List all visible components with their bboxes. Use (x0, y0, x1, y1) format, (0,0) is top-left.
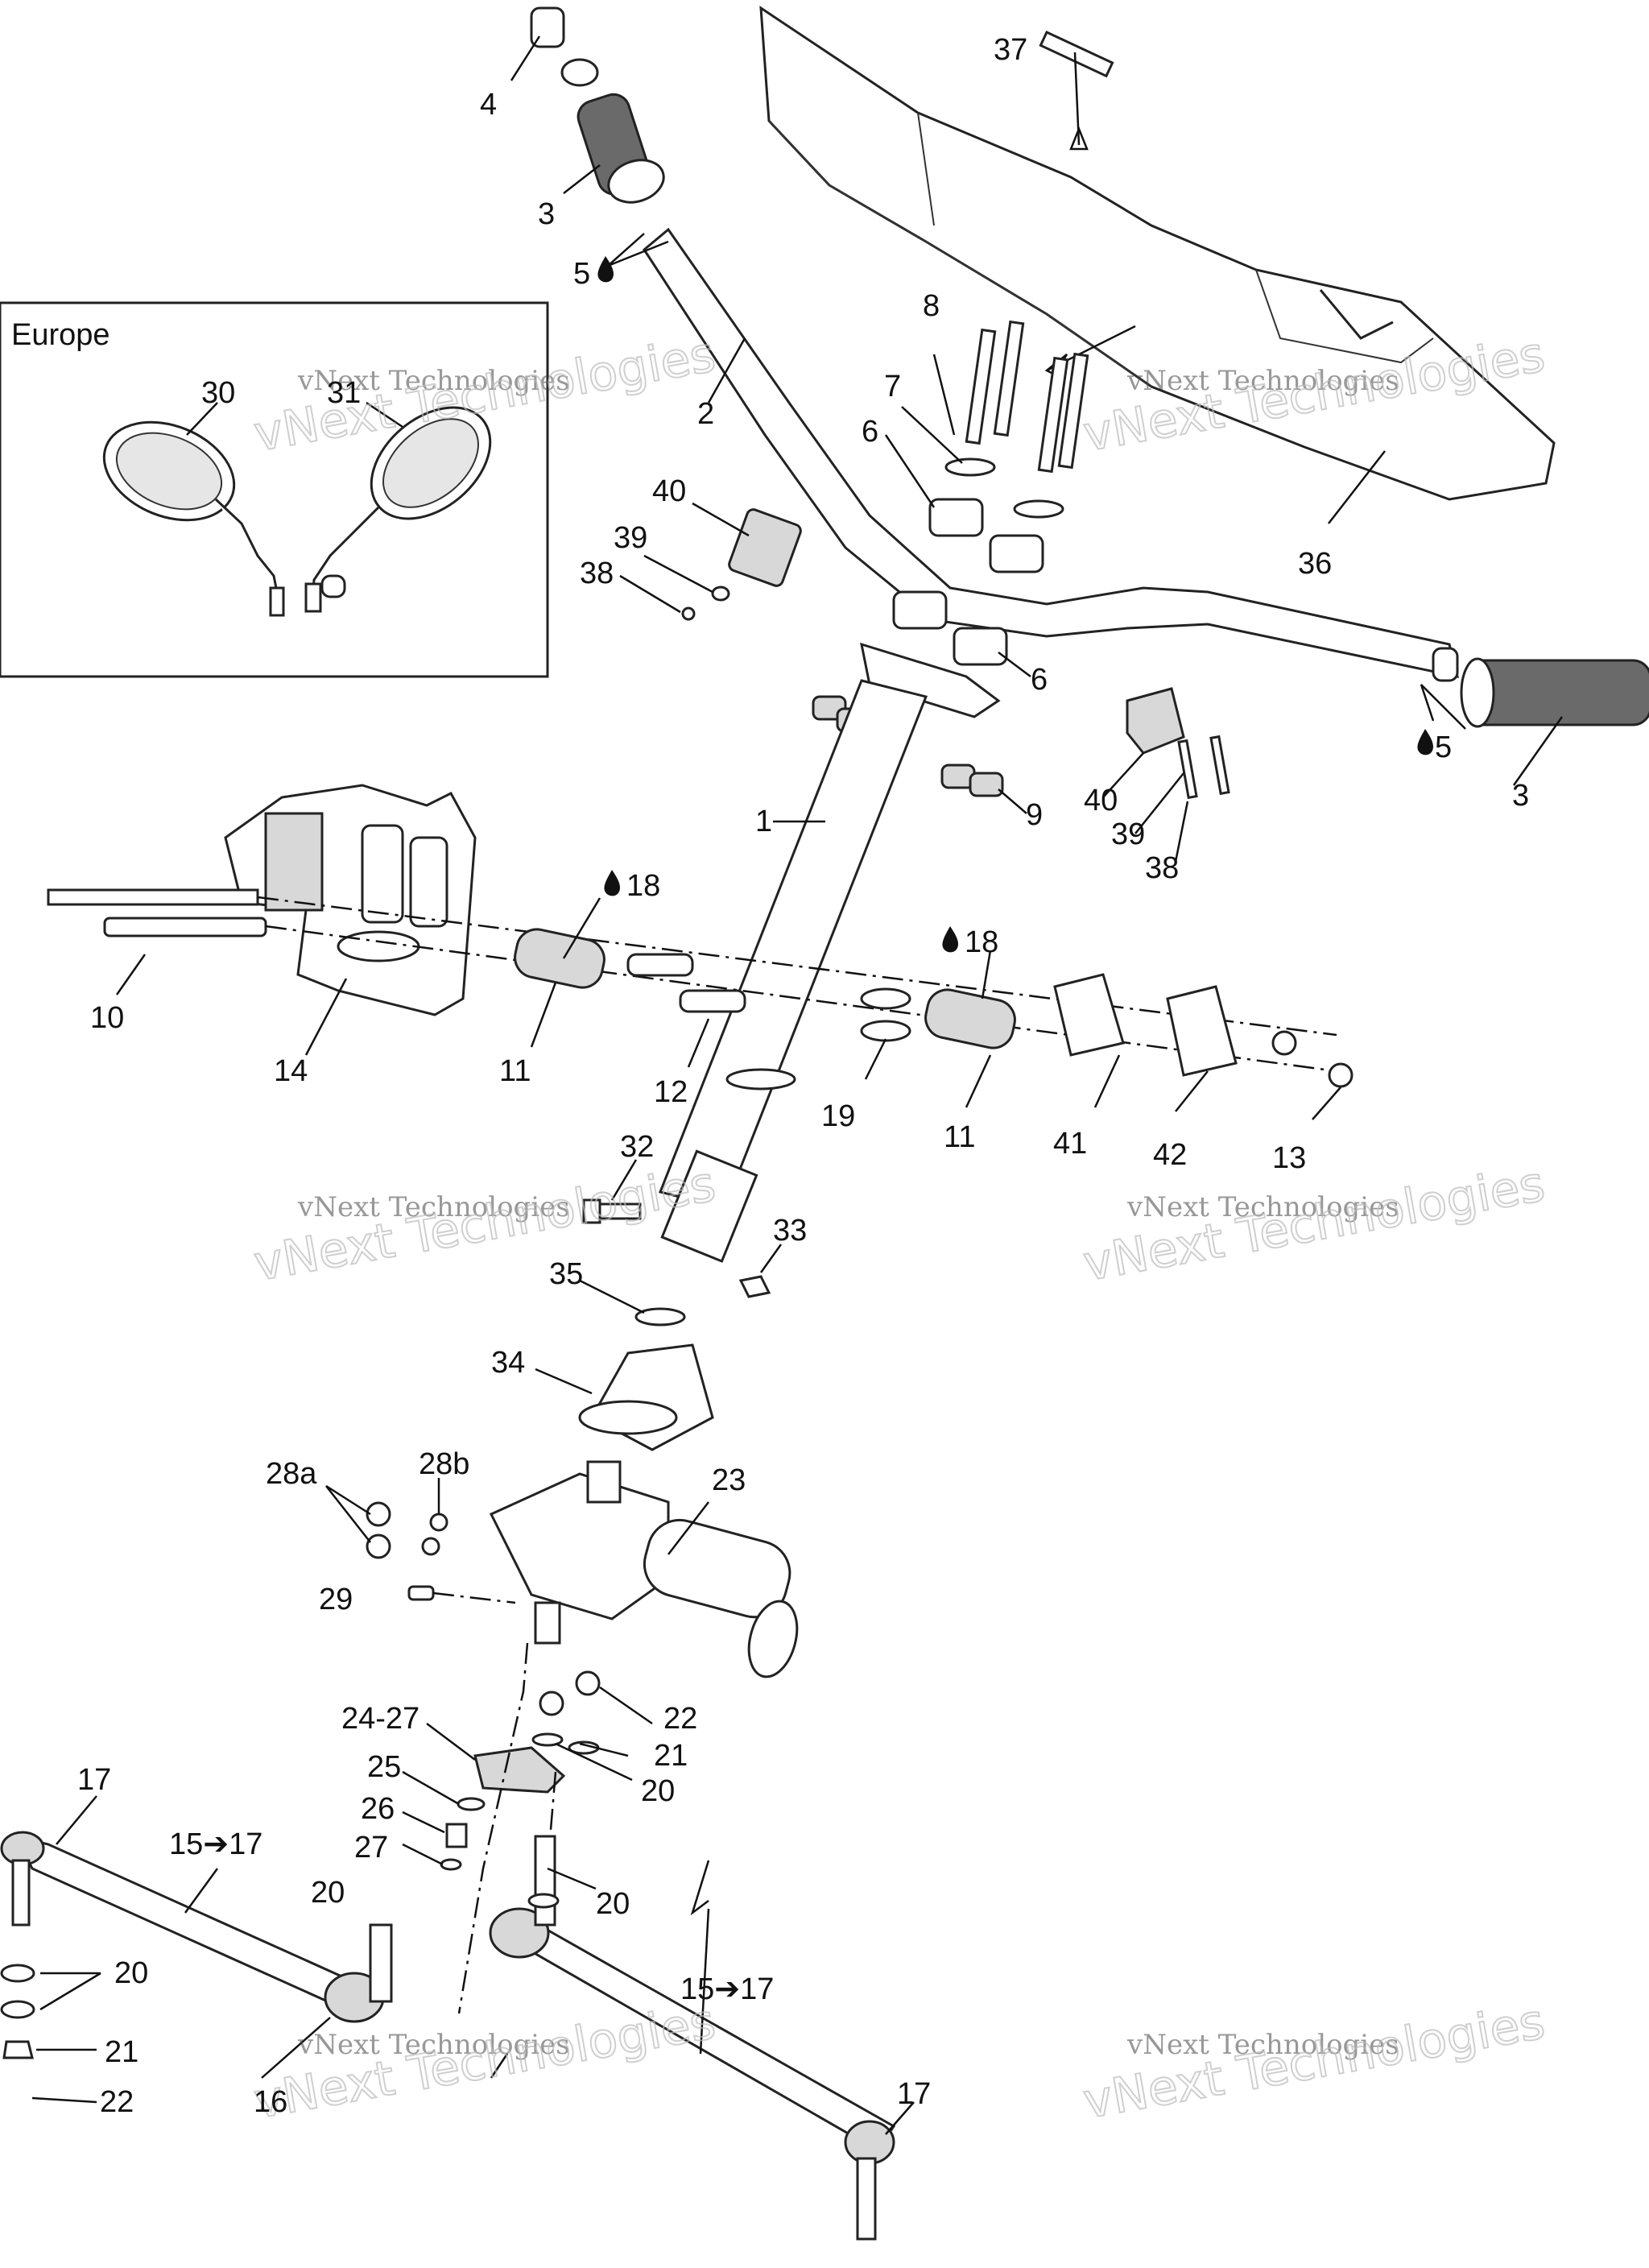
callout-7: 7 (884, 370, 901, 404)
callout-38: 38 (580, 557, 614, 590)
switch-housing-part-right (1126, 687, 1230, 800)
oil-drop-icon (604, 870, 620, 896)
callout-14: 14 (274, 1054, 308, 1088)
callout-26: 26 (361, 1792, 395, 1826)
steering-column-part (658, 679, 928, 1263)
svg-text:vNext Technologies: vNext Technologies (297, 2029, 570, 2061)
svg-text:vNext Technologies: vNext Technologies (250, 1993, 719, 2130)
callout-20: 20 (114, 1956, 148, 1990)
europe-inset: Europe (0, 301, 549, 678)
callout-32: 32 (620, 1130, 654, 1164)
callout-29: 29 (319, 1583, 353, 1616)
tie-rod-right-part (489, 1835, 896, 2241)
decal-strip (1039, 31, 1114, 78)
callout-5: 5 (573, 257, 590, 291)
callout-22: 22 (663, 1702, 697, 1736)
callout-8: 8 (923, 289, 940, 323)
callout-40: 40 (652, 474, 686, 508)
handlebar-cover-part (759, 6, 1556, 501)
column-support-part (514, 928, 1354, 1088)
callout-20: 20 (641, 1774, 675, 1808)
callout-28b: 28b (419, 1447, 469, 1481)
callout-6: 6 (862, 415, 878, 449)
callout-18: 18 (965, 925, 998, 959)
left-grip-part (530, 6, 665, 204)
callout-9: 9 (1026, 798, 1043, 832)
callout-33: 33 (773, 1214, 807, 1248)
oil-drop-icon (942, 926, 958, 953)
callout-5: 5 (1435, 730, 1452, 764)
oil-drop-icon (597, 256, 614, 283)
bolt-part (47, 888, 267, 937)
inset-title: Europe (11, 318, 110, 352)
svg-text:vNext Technologies: vNext Technologies (1126, 365, 1399, 397)
callout-1: 1 (755, 805, 772, 838)
callout-42: 42 (1153, 1138, 1187, 1172)
mounting-bracket-part (224, 784, 477, 1016)
callout-10: 10 (90, 1001, 124, 1035)
steering-gearbox-part (366, 1460, 799, 1678)
svg-text:vNext Technologies: vNext Technologies (1079, 1993, 1548, 2130)
callout-4: 4 (480, 88, 497, 122)
mirror-right-icon (304, 406, 492, 613)
callout-36: 36 (1298, 547, 1332, 581)
pitman-arm-part (440, 1670, 601, 1871)
callout-3: 3 (1512, 779, 1529, 813)
callout-19: 19 (821, 1099, 855, 1133)
callout-2: 2 (697, 397, 714, 431)
callout-40: 40 (1084, 784, 1118, 817)
tie-rod-left-part (0, 1831, 393, 2059)
callout-23: 23 (712, 1463, 746, 1497)
right-grip-part (1432, 647, 1649, 728)
hardware-part (578, 1198, 771, 1451)
callout-37: 37 (994, 33, 1027, 67)
callout-3: 3 (538, 197, 555, 231)
callout-20: 20 (311, 1876, 345, 1910)
callout-12: 12 (654, 1075, 688, 1109)
callout-17: 17 (77, 1763, 111, 1797)
callout-41: 41 (1053, 1127, 1087, 1161)
svg-text:vNext Technologies: vNext Technologies (1079, 1156, 1548, 1293)
oil-drop-icon (1417, 729, 1433, 755)
callout-16: 16 (254, 2085, 287, 2119)
callout-25: 25 (367, 1750, 401, 1784)
mirror-left-icon (102, 420, 285, 617)
callout-22: 22 (100, 2085, 134, 2119)
callout-15-17: 15➔17 (680, 1972, 774, 2006)
callout-38: 38 (1145, 851, 1179, 885)
callout-21: 21 (105, 2035, 138, 2069)
svg-text:vNext Technologies: vNext Technologies (250, 1156, 719, 1293)
callout-20: 20 (596, 1887, 630, 1921)
callout-21: 21 (654, 1739, 688, 1773)
callout-labels: 1 2 3 3 4 5 5 6 6 7 8 9 10 11 11 12 13 1… (77, 33, 1529, 2119)
callout-24-27: 24-27 (341, 1702, 419, 1736)
callout-30: 30 (201, 376, 235, 410)
callout-28a: 28a (266, 1457, 317, 1491)
callout-18: 18 (626, 869, 660, 903)
svg-text:vNext Technologies: vNext Technologies (297, 1191, 570, 1223)
callout-11: 11 (944, 1120, 975, 1154)
switch-housing-part (681, 508, 802, 621)
callout-34: 34 (491, 1346, 525, 1380)
callout-11: 11 (499, 1054, 531, 1088)
callout-35: 35 (549, 1257, 583, 1291)
callout-39: 39 (614, 521, 647, 555)
callout-13: 13 (1272, 1141, 1306, 1175)
svg-text:vNext Technologies: vNext Technologies (1126, 2029, 1399, 2061)
svg-text:vNext Technologies: vNext Technologies (297, 365, 570, 397)
callout-31: 31 (327, 376, 361, 410)
callout-17: 17 (897, 2077, 931, 2111)
callout-39: 39 (1111, 817, 1145, 851)
svg-text:vNext Technologies: vNext Technologies (1126, 1191, 1399, 1223)
callout-27: 27 (354, 1831, 388, 1864)
callout-6: 6 (1031, 663, 1048, 697)
callout-15-17: 15➔17 (169, 1827, 262, 1861)
